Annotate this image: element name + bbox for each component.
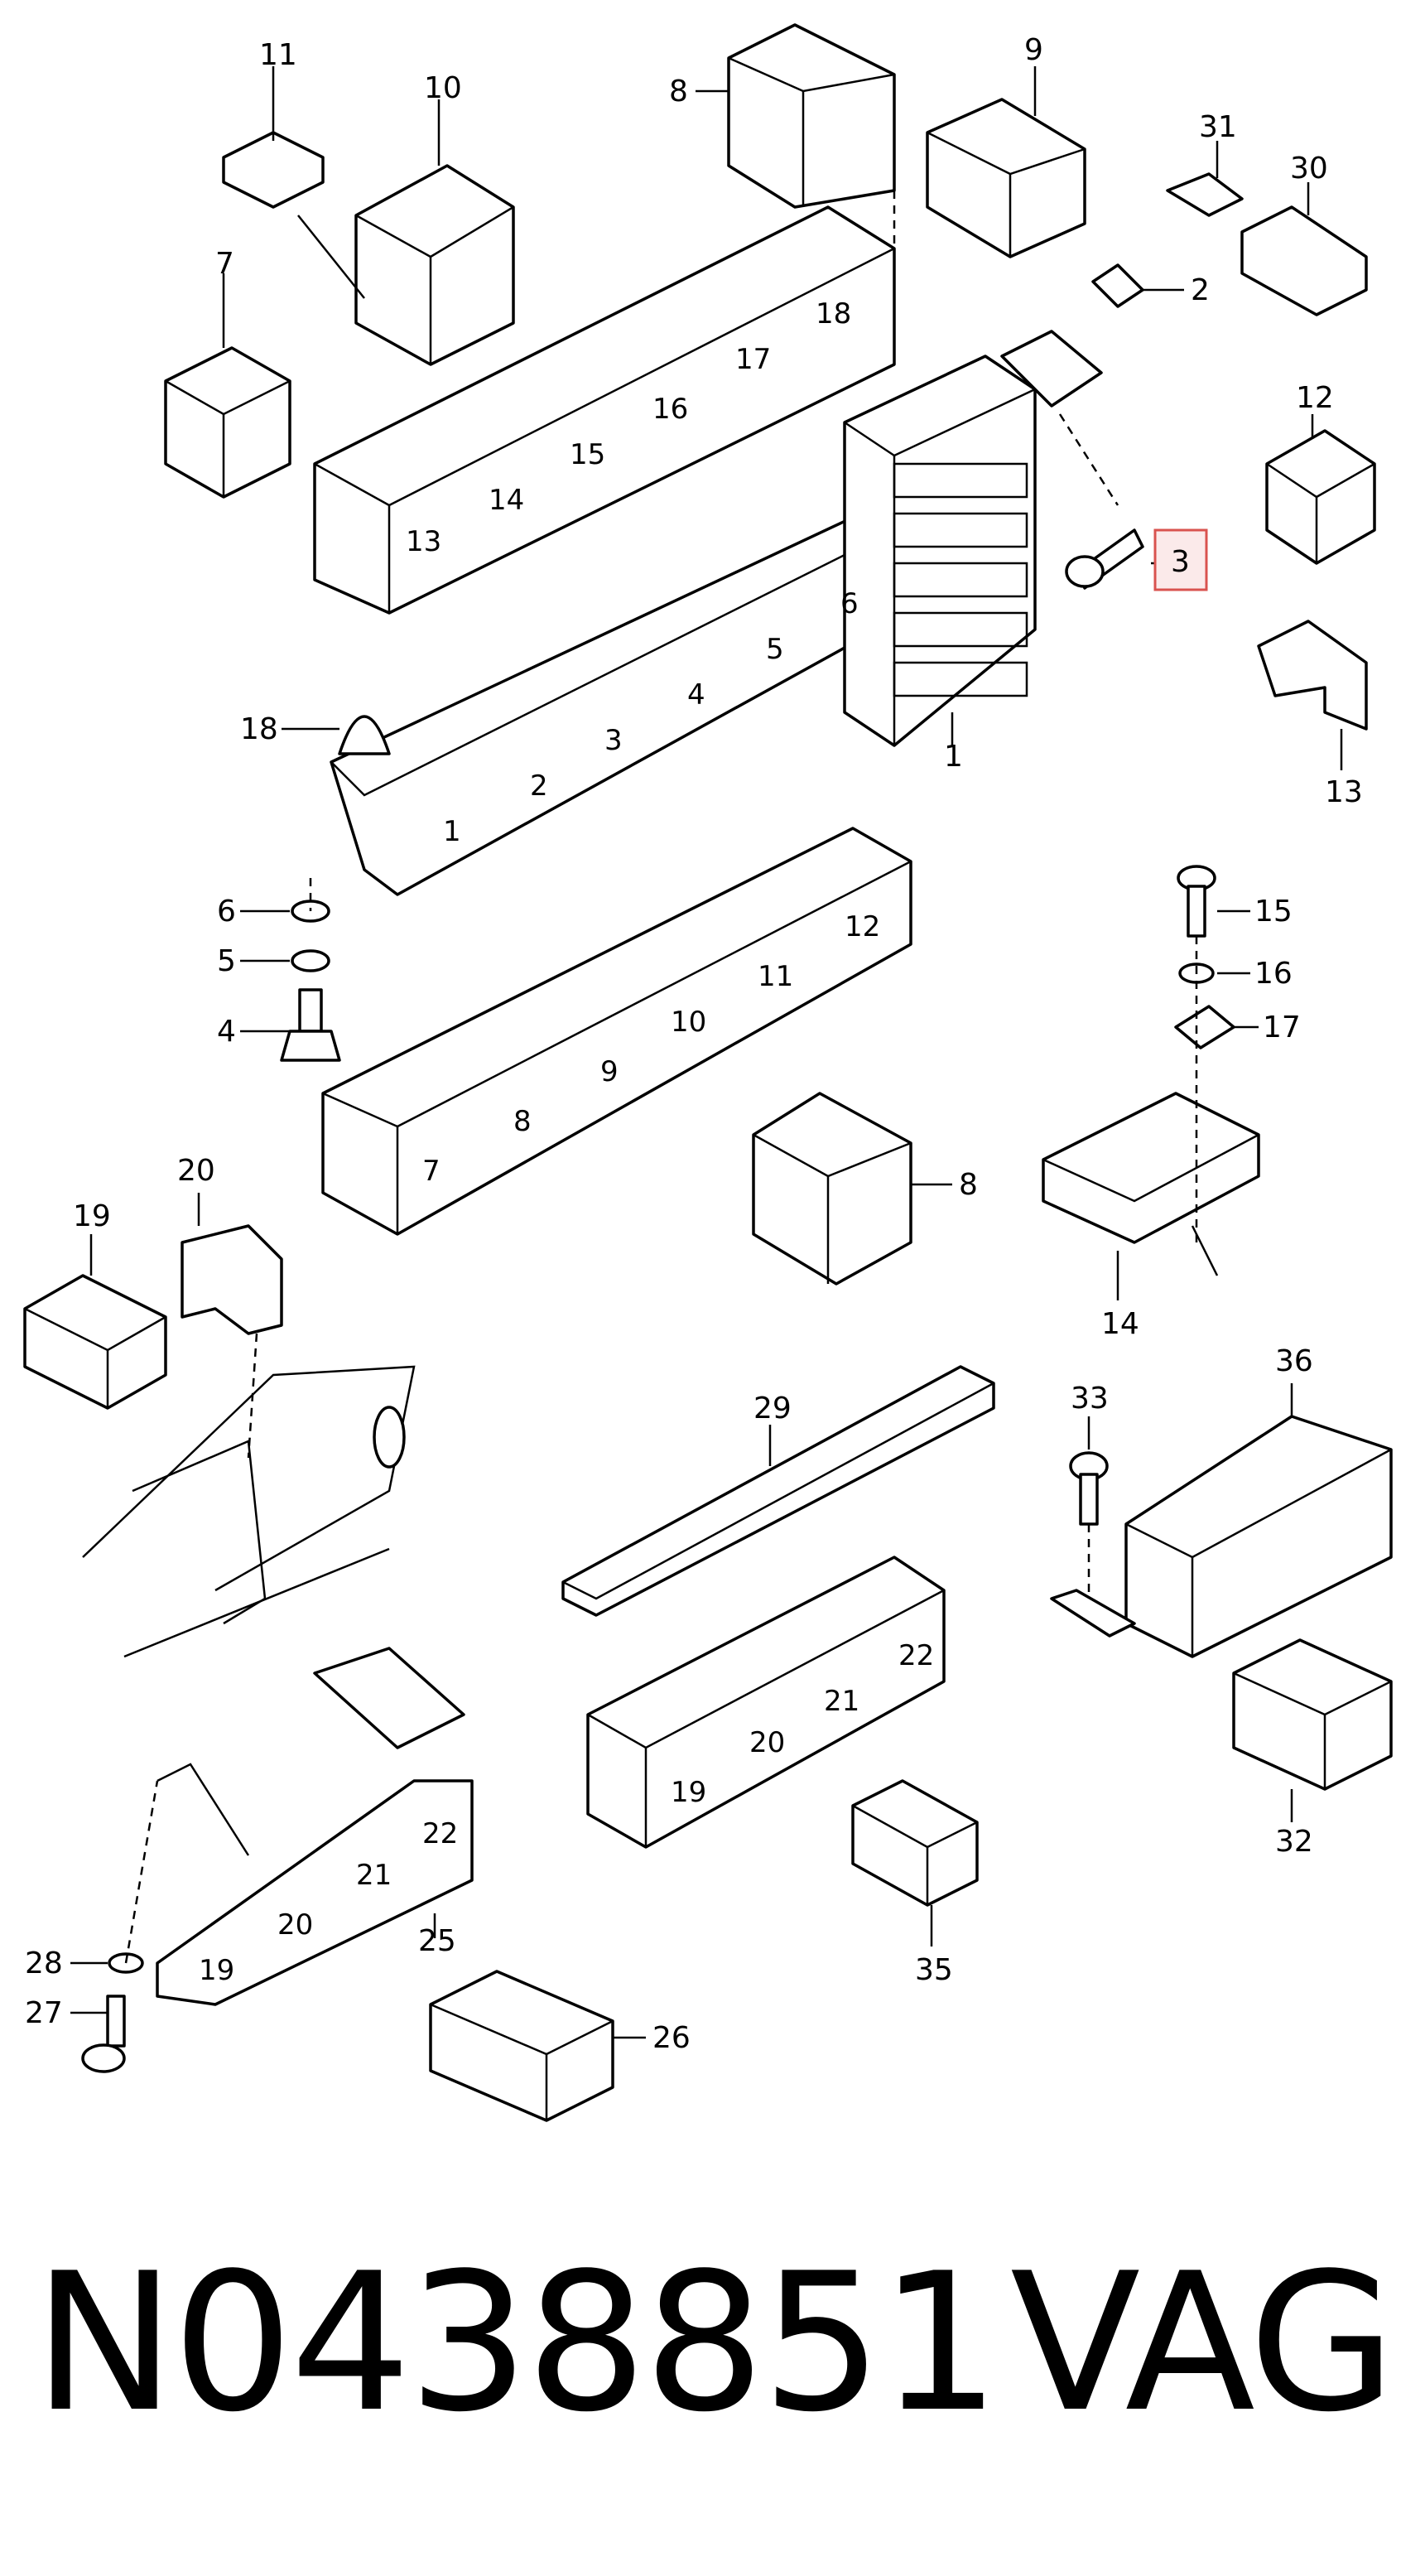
bar-29: [561, 1365, 995, 1617]
callout-32: 32: [1275, 1825, 1313, 1859]
callout-5: 5: [217, 944, 236, 978]
slot-top-14: 14: [489, 484, 524, 517]
relay-base-8-lower: [752, 1092, 912, 1286]
relay-row-middle: [330, 512, 879, 896]
slot-mid-1: 1: [443, 815, 461, 848]
slot-top-13: 13: [406, 525, 441, 558]
bracket-25: [156, 1647, 474, 2006]
callout-26: 26: [652, 2021, 691, 2055]
callout-9: 9: [1024, 33, 1043, 67]
relay-base-8-top: [727, 23, 896, 209]
slot-low-12: 12: [845, 910, 880, 943]
relay-26: [429, 1970, 614, 2122]
slot-mid-4: 4: [687, 678, 705, 712]
slot-low-10: 10: [671, 1006, 706, 1039]
callout-3: 3: [1171, 545, 1190, 579]
callout-30: 30: [1290, 152, 1328, 186]
relay-19-left: [23, 1274, 167, 1410]
bracket-13-right: [1257, 620, 1368, 731]
callout-labels: 11 10 8 9 31 30 2 7 12 3 18 1 13 6 5 4 1…: [25, 33, 1363, 2055]
callout-10: 10: [424, 71, 462, 105]
relay-12: [1265, 429, 1376, 565]
connector-10: [354, 164, 515, 366]
slot-low-8: 8: [513, 1105, 532, 1138]
slot-right-21: 21: [824, 1685, 859, 1718]
slot-top-16: 16: [652, 393, 688, 426]
slot-mid-5: 5: [766, 633, 784, 666]
callout-2: 2: [1191, 273, 1210, 307]
callout-36: 36: [1275, 1344, 1313, 1378]
callout-6: 6: [217, 895, 236, 929]
slot-low-7: 7: [422, 1155, 441, 1188]
callout-7: 7: [215, 247, 234, 281]
slot-mid-2: 2: [530, 769, 548, 803]
callout-1: 1: [944, 740, 963, 774]
callout-8-lower: 8: [959, 1168, 978, 1202]
slot-right-20: 20: [749, 1726, 785, 1759]
slot-bracket-22: 22: [422, 1817, 458, 1850]
nut-2: [1000, 263, 1144, 408]
leader-lines: [70, 66, 1343, 2039]
screw-3: [1065, 528, 1144, 590]
exploded-parts-diagram: 11 10 8 9 31 30 2 7 12 3 18 1 13 6 5 4 1…: [23, 23, 1393, 2122]
relay-9: [926, 98, 1086, 258]
stud-set-left: [280, 715, 391, 1062]
fuse-carrier: [843, 355, 1037, 747]
callout-15: 15: [1254, 895, 1293, 929]
callout-14: 14: [1101, 1307, 1139, 1341]
mounting-panel: [82, 1365, 416, 1658]
screw-33: [1069, 1451, 1109, 1526]
bracket-20: [181, 1224, 283, 1335]
callout-20: 20: [177, 1154, 215, 1188]
relay-row-top: [313, 205, 896, 615]
callout-29: 29: [753, 1392, 792, 1425]
slot-bracket-20: 20: [277, 1908, 313, 1942]
slot-bracket-21: 21: [356, 1859, 392, 1892]
callout-8-top: 8: [669, 75, 688, 109]
brand-label: VAG: [1010, 2233, 1396, 2454]
fuse-holder-11: [222, 131, 365, 299]
callout-35: 35: [915, 1953, 953, 1987]
callout-11: 11: [259, 38, 297, 72]
slot-labels: 13 14 15 16 17 18 1 2 3 4 5 6 7 8 9 10 1…: [199, 297, 934, 1987]
callout-28: 28: [25, 1946, 63, 1980]
callout-12: 12: [1296, 381, 1334, 415]
slot-mid-3: 3: [604, 724, 623, 757]
slot-right-19: 19: [671, 1776, 706, 1809]
callout-33: 33: [1071, 1382, 1109, 1416]
slot-bracket-19: 19: [199, 1954, 234, 1987]
holder-14: [1042, 1092, 1260, 1276]
callout-19-left: 19: [73, 1199, 111, 1233]
relay-row-right: [586, 1556, 946, 1849]
slot-right-22: 22: [898, 1639, 934, 1672]
callout-4: 4: [217, 1015, 236, 1049]
relay-row-lower: [321, 827, 912, 1236]
relay-base-7: [164, 346, 291, 499]
screw-set-right: [1174, 865, 1235, 1049]
slot-low-9: 9: [600, 1055, 619, 1088]
part-number: N0438851: [33, 2233, 1000, 2454]
callout-25: 25: [418, 1924, 456, 1958]
fuse-box-36: [1050, 1415, 1393, 1658]
slot-mid-6: 6: [840, 587, 859, 620]
slot-low-11: 11: [758, 960, 793, 993]
highlight-box: [1153, 528, 1208, 591]
relay-35: [851, 1779, 979, 1907]
slot-top-18: 18: [816, 297, 851, 330]
callout-18: 18: [240, 712, 278, 746]
slot-top-17: 17: [735, 343, 771, 376]
callout-31: 31: [1199, 110, 1237, 144]
relay-32: [1232, 1638, 1393, 1791]
callout-17: 17: [1263, 1011, 1301, 1044]
callout-13: 13: [1325, 775, 1363, 809]
clip-30-31: [1166, 172, 1368, 316]
callout-16: 16: [1254, 957, 1293, 991]
callout-27: 27: [25, 1996, 63, 2030]
slot-top-15: 15: [570, 438, 605, 471]
